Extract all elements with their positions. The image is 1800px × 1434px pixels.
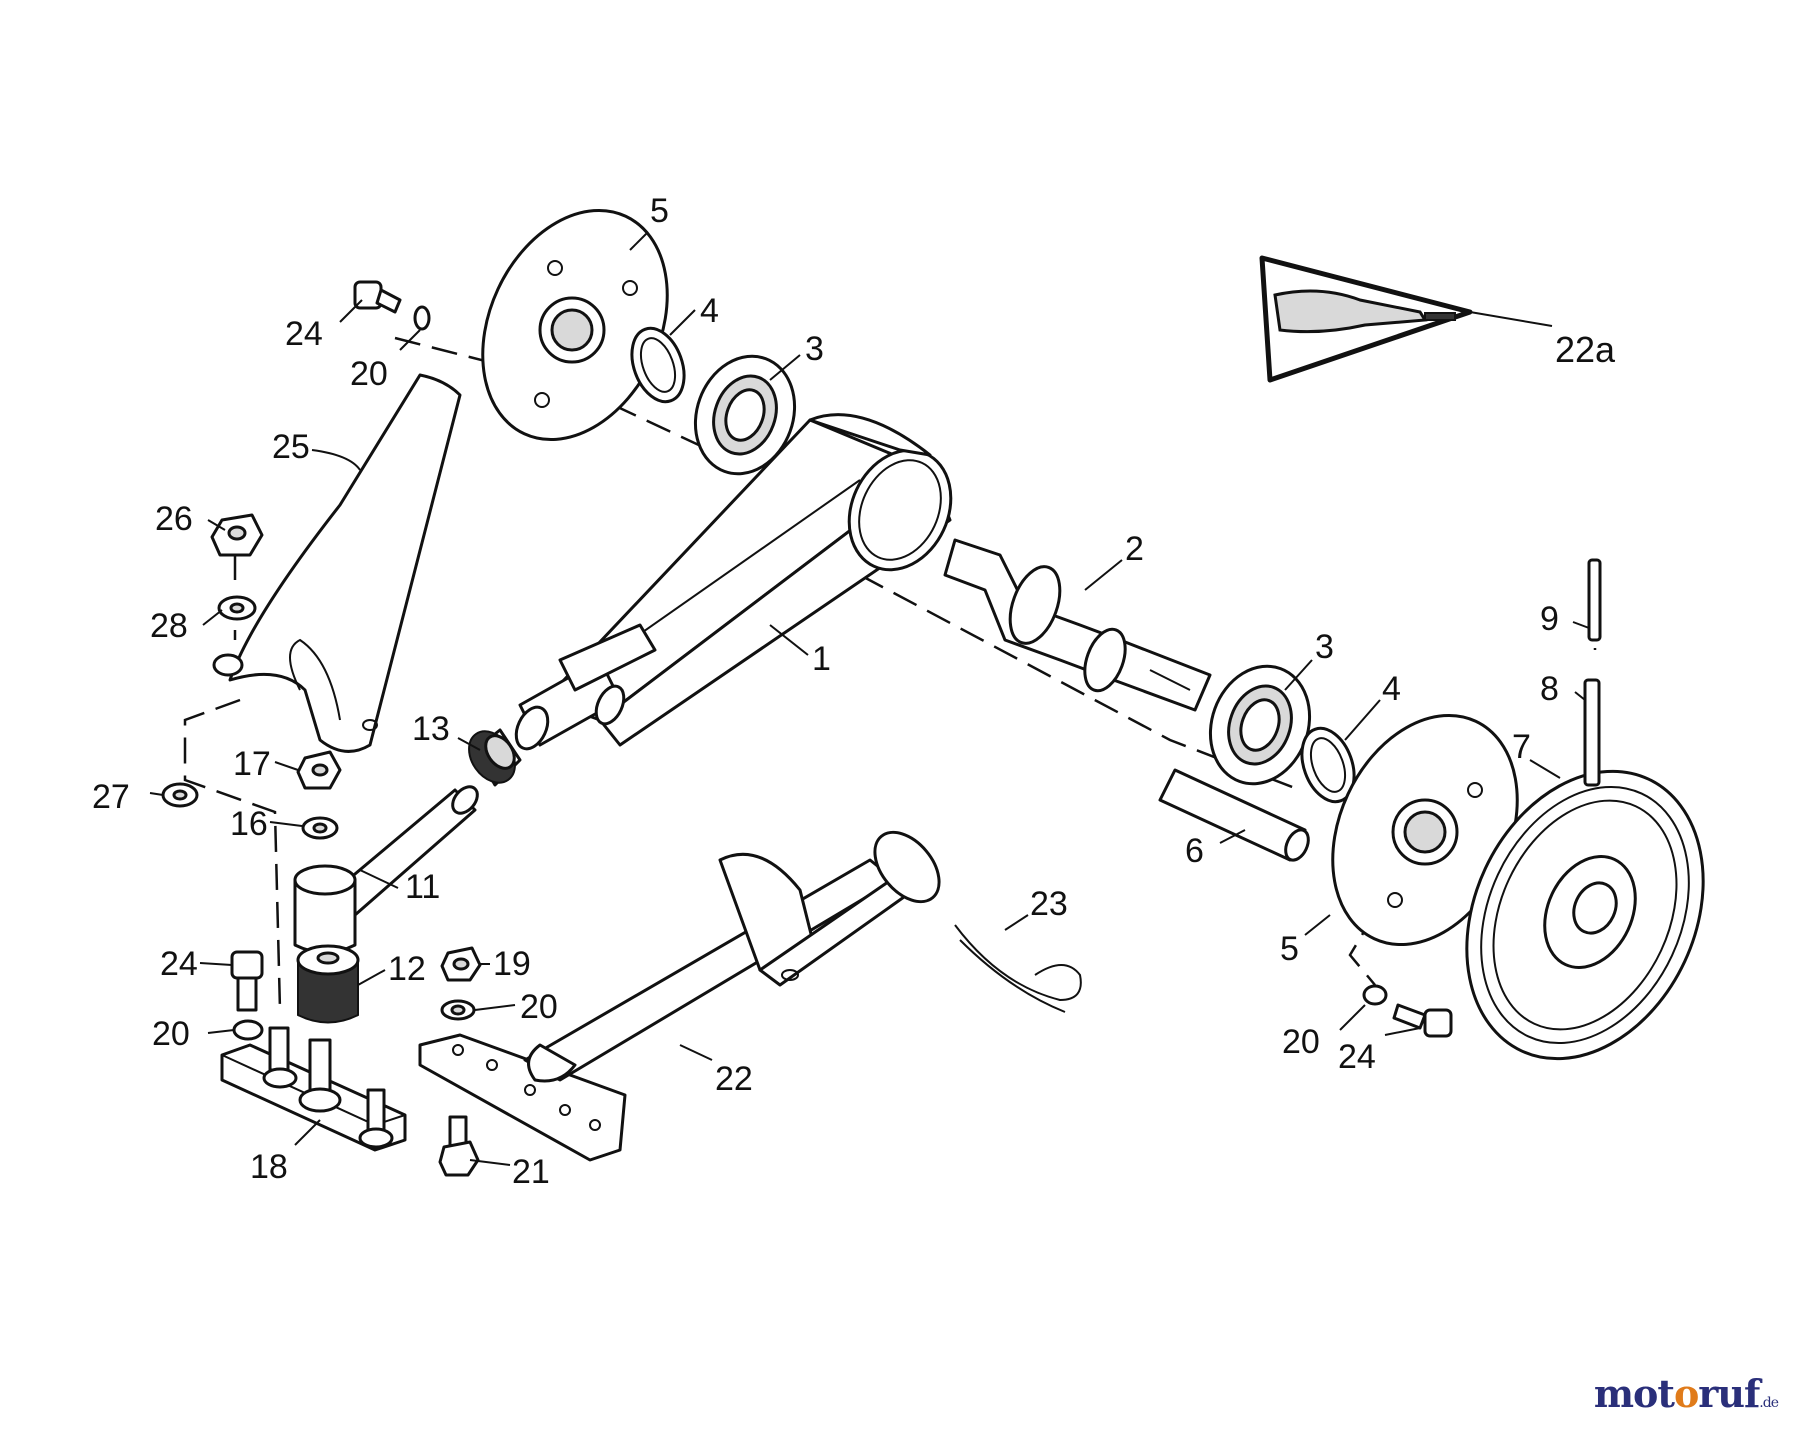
- mounting-plate: [220, 1026, 407, 1152]
- callout-4-upper: 4: [700, 292, 719, 330]
- callout-22a: 22a: [1555, 329, 1616, 370]
- callout-7: 7: [1512, 728, 1531, 766]
- fasteners-center: [438, 946, 482, 1177]
- bolt-upper: [353, 280, 431, 331]
- callout-6: 6: [1185, 832, 1204, 870]
- callout-13: 13: [412, 710, 450, 748]
- nut-top-left: [210, 513, 264, 621]
- callout-20-upper: 20: [350, 355, 388, 393]
- callout-20-lower-right: 20: [1282, 1023, 1320, 1061]
- callout-22: 22: [715, 1060, 753, 1098]
- pin: [1158, 768, 1310, 862]
- callout-24-lower-right: 24: [1338, 1038, 1376, 1076]
- callout-19: 19: [493, 945, 531, 983]
- callout-24-upper: 24: [285, 315, 323, 353]
- callout-8: 8: [1540, 670, 1559, 708]
- circlip-upper: [630, 326, 686, 404]
- callout-3-lower: 3: [1315, 628, 1334, 666]
- watermark-text-2: o: [1673, 1371, 1699, 1416]
- flange-plate-lower: [1331, 713, 1519, 947]
- leader-lines: [149, 231, 1590, 1166]
- bolt-lower-left: [230, 950, 264, 1041]
- swing-arm: [293, 785, 479, 954]
- callout-labels: 5 24 20 4 3 25 26 28 27 17 16 13 1 2 3 4…: [92, 192, 1616, 1191]
- pulley: [1465, 769, 1705, 1061]
- callout-9: 9: [1540, 600, 1559, 638]
- watermark-logo: motoruf.de: [1593, 1371, 1779, 1416]
- washer-left: [161, 782, 199, 808]
- callout-25: 25: [272, 428, 310, 466]
- bearing-lower: [1208, 664, 1312, 786]
- lubrication-symbol: [1259, 255, 1473, 383]
- callout-21: 21: [512, 1153, 550, 1191]
- callout-24-lower-left: 24: [160, 945, 198, 983]
- watermark-text-4: .de: [1759, 1395, 1779, 1411]
- spring-clip: [954, 924, 1082, 1013]
- callout-1: 1: [812, 640, 831, 678]
- callout-28: 28: [150, 607, 188, 645]
- callout-2: 2: [1125, 530, 1144, 568]
- callout-27: 27: [92, 778, 130, 816]
- callout-23: 23: [1030, 885, 1068, 923]
- rubber-buffer: [296, 944, 360, 1024]
- callout-20-lower-left: 20: [152, 1015, 190, 1053]
- support-frame: [418, 830, 941, 1162]
- callout-4-lower: 4: [1382, 670, 1401, 708]
- bearing-upper: [693, 354, 797, 476]
- bolt-lower-right: [1362, 984, 1453, 1038]
- main-arm: [514, 413, 953, 751]
- callout-5-upper: 5: [650, 192, 669, 230]
- callout-20-center: 20: [520, 988, 558, 1026]
- shaft: [943, 538, 1212, 712]
- circlip-lower: [1300, 726, 1356, 804]
- callout-3-upper: 3: [805, 330, 824, 368]
- callout-26: 26: [155, 500, 193, 538]
- watermark-text-3: ruf: [1698, 1371, 1760, 1416]
- cover: [212, 373, 462, 753]
- callout-16: 16: [230, 805, 268, 843]
- callout-11: 11: [405, 868, 440, 906]
- callout-18: 18: [250, 1148, 288, 1186]
- bushing: [468, 728, 522, 787]
- callout-5-lower: 5: [1280, 930, 1299, 968]
- flange-plate-upper: [481, 208, 669, 442]
- callout-17: 17: [233, 745, 271, 783]
- nut-middle-left: [296, 750, 342, 840]
- pins-vertical: [1583, 558, 1602, 787]
- watermark-text-1: mot: [1593, 1371, 1675, 1416]
- callout-12: 12: [388, 950, 426, 988]
